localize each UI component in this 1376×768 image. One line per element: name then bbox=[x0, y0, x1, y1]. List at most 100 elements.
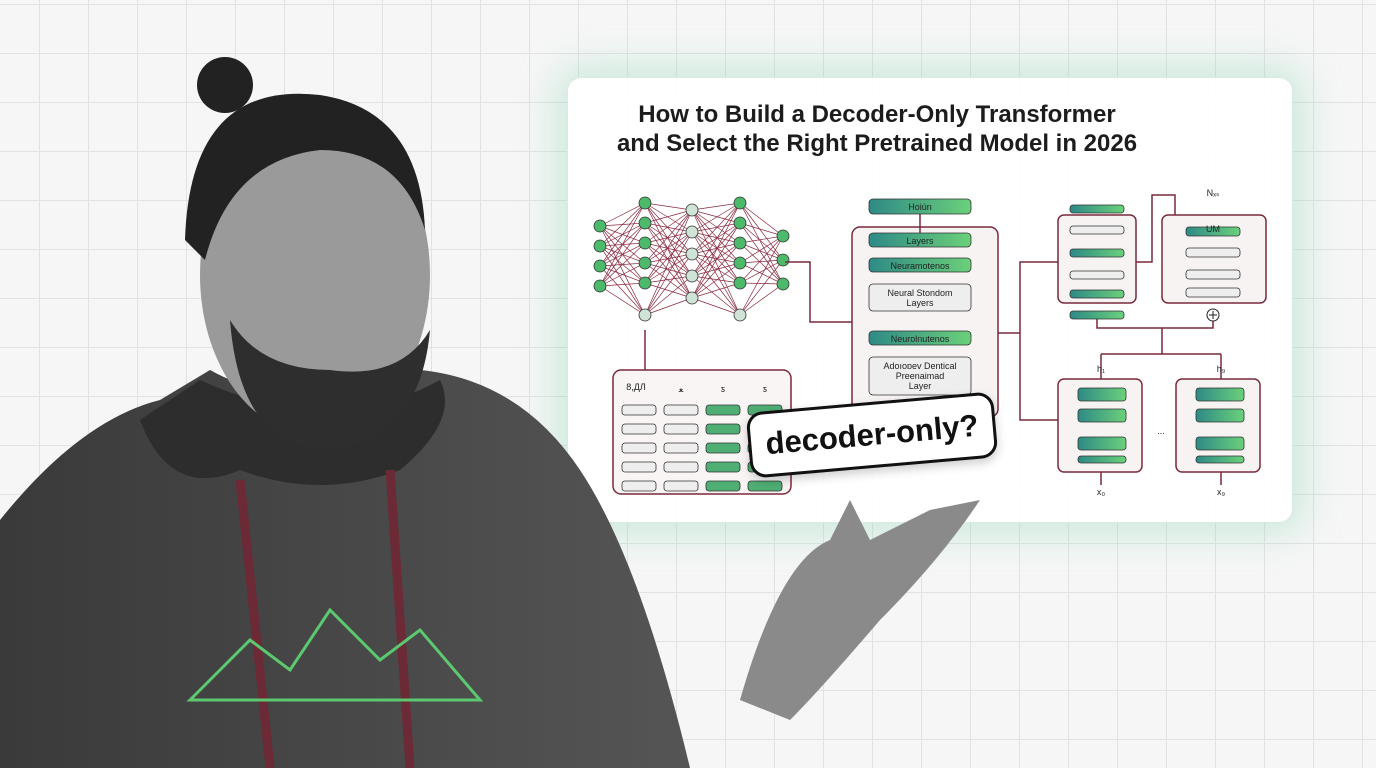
layer-bar bbox=[1077, 455, 1127, 464]
connection bbox=[644, 222, 693, 233]
connection bbox=[644, 253, 693, 316]
neuron bbox=[685, 225, 699, 239]
connection bbox=[739, 242, 784, 261]
connection bbox=[644, 222, 693, 255]
title-line-1: How to Build a Decoder-Only Transformer bbox=[638, 101, 1116, 128]
connection bbox=[599, 202, 646, 227]
table-cell bbox=[705, 480, 741, 492]
person-illustration bbox=[0, 57, 980, 768]
layer-bar bbox=[1069, 310, 1125, 320]
connection bbox=[691, 222, 741, 233]
connection bbox=[691, 202, 741, 299]
decoder-stack: Hoiún Layers Neuramotenos Neural Stondom… bbox=[851, 198, 1058, 421]
connection bbox=[691, 242, 741, 255]
connection bbox=[644, 253, 693, 264]
layer-bar bbox=[1195, 436, 1245, 451]
neuron bbox=[593, 259, 607, 273]
connection bbox=[599, 202, 646, 267]
page-title: How to Build a Decoder-Only Transformer … bbox=[567, 100, 1187, 158]
connection bbox=[644, 275, 693, 316]
table-cell bbox=[663, 404, 699, 416]
block-label: Layer bbox=[909, 381, 932, 391]
neuron bbox=[638, 308, 652, 322]
x2-label: x₉ bbox=[1217, 487, 1226, 497]
connection bbox=[644, 231, 693, 264]
output-label: Hoiún bbox=[908, 202, 932, 212]
connection bbox=[644, 242, 693, 277]
neuron bbox=[733, 256, 747, 270]
layer-bar bbox=[1195, 387, 1245, 402]
table-header: ƽ bbox=[763, 384, 767, 394]
connection bbox=[691, 231, 741, 244]
connection bbox=[644, 253, 693, 284]
connection bbox=[691, 262, 741, 299]
connection bbox=[691, 222, 741, 299]
x1-label: x₀ bbox=[1097, 487, 1106, 497]
connection bbox=[599, 222, 646, 287]
output-label: Nₓₛ bbox=[1207, 188, 1220, 198]
layer-bar bbox=[1077, 436, 1127, 451]
connection bbox=[739, 235, 784, 284]
layer-bar bbox=[1185, 226, 1241, 237]
connection bbox=[644, 222, 693, 277]
neuron bbox=[733, 308, 747, 322]
neuron bbox=[593, 279, 607, 293]
connection bbox=[691, 253, 741, 284]
connection bbox=[691, 231, 741, 284]
connection bbox=[739, 259, 784, 316]
connection bbox=[599, 225, 646, 316]
layer-bar bbox=[1069, 270, 1125, 280]
connection bbox=[739, 202, 784, 237]
connection bbox=[739, 202, 784, 285]
neuron bbox=[685, 269, 699, 283]
connection bbox=[691, 262, 741, 277]
block-label: Neural Stondom bbox=[887, 288, 952, 298]
neuron bbox=[685, 291, 699, 305]
layer-bar bbox=[1077, 408, 1127, 423]
table-cell bbox=[747, 480, 783, 492]
hand bbox=[740, 500, 980, 720]
table-cell bbox=[663, 480, 699, 492]
neuron bbox=[638, 196, 652, 210]
table-cell bbox=[705, 461, 741, 473]
block-label: Adoıoɒev Dentical bbox=[883, 361, 956, 371]
h2-label: h₉ bbox=[1217, 364, 1226, 374]
connection bbox=[644, 209, 693, 224]
table-cell bbox=[663, 461, 699, 473]
hoodie-strings bbox=[235, 469, 415, 768]
neuron bbox=[638, 256, 652, 270]
neuron bbox=[776, 253, 790, 267]
connection bbox=[691, 253, 741, 264]
connection bbox=[691, 297, 741, 316]
connection bbox=[599, 262, 646, 287]
connection bbox=[691, 222, 741, 255]
connection bbox=[739, 222, 784, 261]
connection bbox=[691, 242, 741, 299]
layer-bar bbox=[1185, 247, 1241, 258]
connection bbox=[739, 222, 784, 237]
connection bbox=[739, 235, 784, 316]
neuron bbox=[733, 216, 747, 230]
table-cell bbox=[621, 480, 657, 492]
neuron bbox=[593, 239, 607, 253]
connection bbox=[644, 262, 693, 299]
connection bbox=[644, 231, 693, 316]
connection bbox=[739, 202, 784, 261]
neural-network bbox=[593, 196, 790, 322]
connection bbox=[739, 283, 784, 316]
neuron bbox=[638, 236, 652, 250]
connection bbox=[691, 222, 741, 277]
connection bbox=[599, 265, 646, 316]
block-label: Layers bbox=[906, 298, 934, 308]
layers-label: Layers bbox=[906, 236, 934, 246]
connection bbox=[739, 259, 784, 284]
ellipsis: ... bbox=[1157, 426, 1165, 436]
connection bbox=[739, 242, 784, 285]
table-cell bbox=[663, 442, 699, 454]
table-cell bbox=[705, 442, 741, 454]
table-cell bbox=[621, 404, 657, 416]
beard bbox=[230, 320, 430, 450]
table-header: ƽ bbox=[721, 384, 725, 394]
connection bbox=[691, 275, 741, 284]
connection bbox=[691, 202, 741, 211]
